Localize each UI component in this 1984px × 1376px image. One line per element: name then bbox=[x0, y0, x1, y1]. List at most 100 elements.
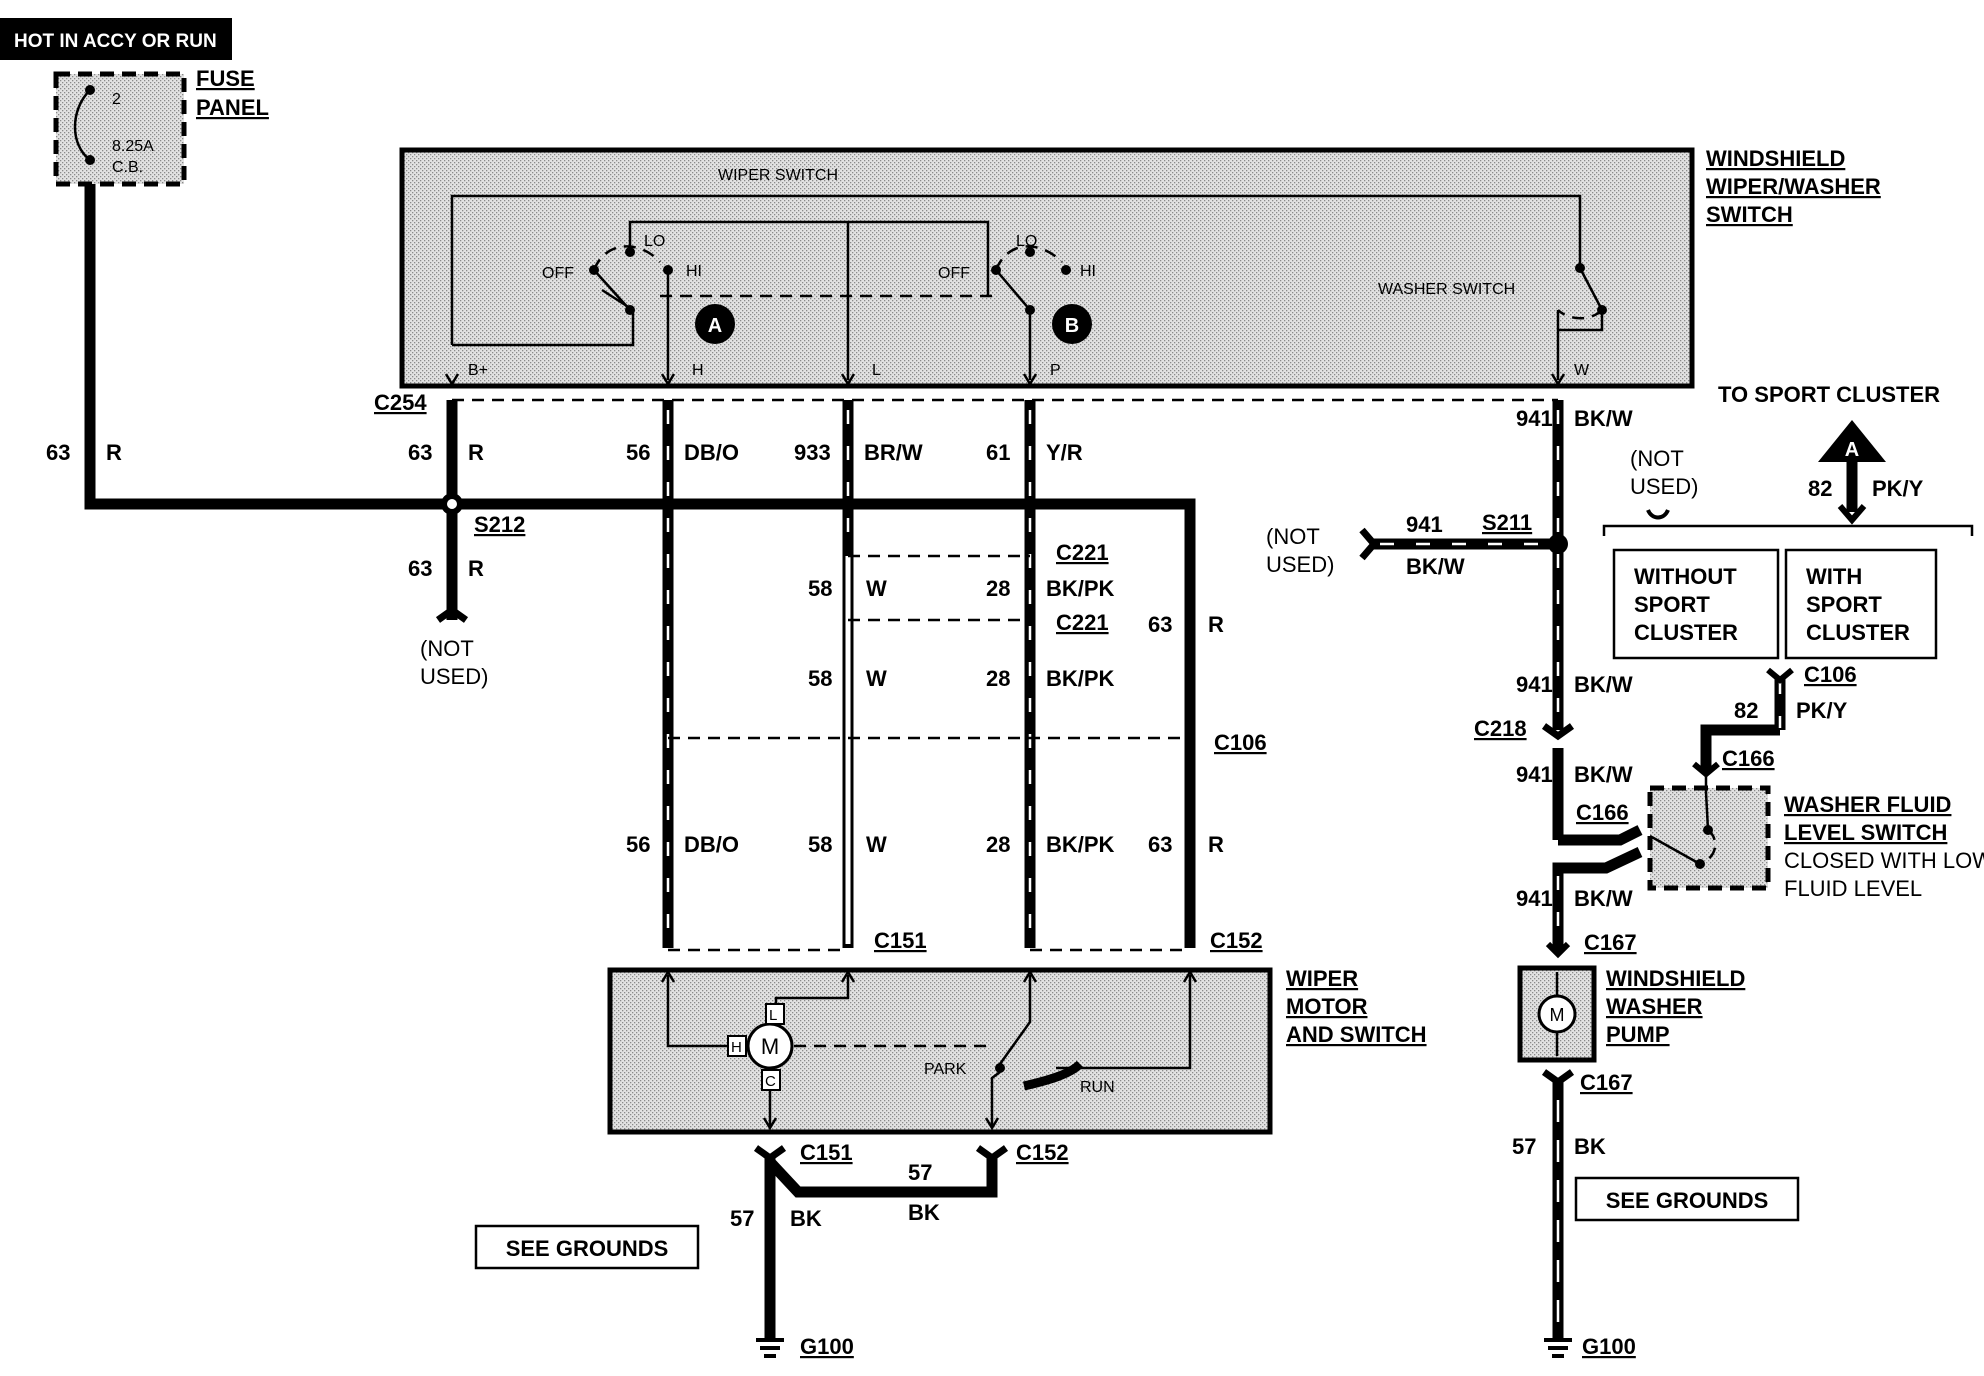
not-used-mid-1: (NOT bbox=[1266, 524, 1320, 549]
svg-text:CLUSTER: CLUSTER bbox=[1806, 620, 1910, 645]
wws-title-2: WIPER/WASHER bbox=[1706, 174, 1881, 199]
w56-top-color: DB/O bbox=[684, 440, 739, 465]
terminal-l: L bbox=[872, 362, 881, 379]
washer-fluid-level-switch bbox=[1647, 776, 1771, 891]
svg-text:M: M bbox=[1550, 1005, 1565, 1025]
w941d-color: BK/W bbox=[1574, 886, 1633, 911]
w63-below-color: R bbox=[468, 556, 484, 581]
c152-bottom-label: C152 bbox=[1016, 1140, 1069, 1165]
w63-right-num: 63 bbox=[1148, 612, 1172, 637]
w56-bottom-color: DB/O bbox=[684, 832, 739, 857]
w933-color: BR/W bbox=[864, 440, 923, 465]
w58a-color: W bbox=[866, 576, 887, 601]
c152-label: C152 bbox=[1210, 928, 1263, 953]
w57-left-color: BK bbox=[790, 1206, 822, 1231]
terminal-p: P bbox=[1050, 362, 1061, 379]
fuse-panel: 2 8.25A C.B. FUSE PANEL bbox=[53, 66, 269, 187]
wfl-title-1: WASHER FLUID bbox=[1784, 792, 1951, 817]
w63-below-num: 63 bbox=[408, 556, 432, 581]
hot-in-accy-header: HOT IN ACCY OR RUN bbox=[0, 18, 232, 60]
w58a-num: 58 bbox=[808, 576, 832, 601]
wire-57-right-ground bbox=[1541, 1069, 1575, 1358]
c151-bottom-label: C151 bbox=[800, 1140, 853, 1165]
svg-text:SPORT: SPORT bbox=[1634, 592, 1710, 617]
w57-right-color: BK bbox=[1574, 1134, 1606, 1159]
w56-bottom-num: 56 bbox=[626, 832, 650, 857]
wiper-motor-title-2: MOTOR bbox=[1286, 994, 1368, 1019]
marker-b bbox=[1052, 304, 1092, 344]
c166a-label: C166 bbox=[1576, 800, 1629, 825]
s212-label: S212 bbox=[474, 512, 525, 537]
wws-title-3: SWITCH bbox=[1706, 202, 1793, 227]
switch-a-lo: LO bbox=[644, 233, 665, 250]
svg-text:C: C bbox=[765, 1073, 776, 1090]
w941a-color: BK/W bbox=[1574, 406, 1633, 431]
terminal-h: H bbox=[692, 362, 704, 379]
not-used-right-2: USED) bbox=[1630, 474, 1698, 499]
fuse-panel-title-1: FUSE bbox=[196, 66, 255, 91]
switch-a-off: OFF bbox=[542, 265, 574, 282]
w28a-num: 28 bbox=[986, 576, 1010, 601]
switch-b-hi: HI bbox=[1080, 263, 1096, 280]
w57-right-num: 57 bbox=[1512, 1134, 1536, 1159]
park-label: PARK bbox=[924, 1061, 967, 1078]
svg-text:A: A bbox=[708, 315, 722, 337]
svg-text:SPORT: SPORT bbox=[1806, 592, 1882, 617]
wiper-washer-switch-box: WIPER SWITCH LO HI OFF LO HI OFF A B WAS… bbox=[399, 146, 1881, 389]
w82-top-color: PK/Y bbox=[1872, 476, 1924, 501]
w933-num: 933 bbox=[794, 440, 831, 465]
g100-left-label: G100 bbox=[800, 1334, 854, 1359]
w57-left-num: 57 bbox=[730, 1206, 754, 1231]
w28c-color: BK/PK bbox=[1046, 832, 1115, 857]
w63-bottom-color: R bbox=[1208, 832, 1224, 857]
w63-fuse-color: R bbox=[106, 440, 122, 465]
c166b-label: C166 bbox=[1722, 746, 1775, 771]
without-sport-cluster-box: WITHOUT SPORT CLUSTER bbox=[1612, 548, 1780, 660]
wiper-switch-label: WIPER SWITCH bbox=[718, 167, 838, 184]
switch-b-off: OFF bbox=[938, 265, 970, 282]
with-sport-cluster-box: WITH SPORT CLUSTER bbox=[1784, 548, 1938, 660]
not-used-mid-2: USED) bbox=[1266, 552, 1334, 577]
c167-bottom-label: C167 bbox=[1580, 1070, 1633, 1095]
w82-mid-color: PK/Y bbox=[1796, 698, 1848, 723]
w28c-num: 28 bbox=[986, 832, 1010, 857]
svg-text:WITH: WITH bbox=[1806, 564, 1862, 589]
s211-label: S211 bbox=[1482, 510, 1532, 535]
w63-top-num: 63 bbox=[408, 440, 432, 465]
fuse-panel-title-2: PANEL bbox=[196, 95, 269, 120]
w63-fuse-num: 63 bbox=[46, 440, 70, 465]
terminal-w: W bbox=[1574, 362, 1590, 379]
w941c-num: 941 bbox=[1516, 762, 1553, 787]
svg-text:B: B bbox=[1065, 315, 1079, 337]
w61-num: 61 bbox=[986, 440, 1010, 465]
c221a-label: C221 bbox=[1056, 540, 1109, 565]
w28b-num: 28 bbox=[986, 666, 1010, 691]
wire-82-pk-y bbox=[1692, 667, 1794, 778]
svg-text:SEE GROUNDS: SEE GROUNDS bbox=[506, 1236, 669, 1261]
svg-text:WITHOUT: WITHOUT bbox=[1634, 564, 1737, 589]
c106-right-label: C106 bbox=[1804, 662, 1857, 687]
w58b-num: 58 bbox=[808, 666, 832, 691]
windshield-washer-pump: M bbox=[1517, 965, 1597, 1063]
w28b-color: BK/PK bbox=[1046, 666, 1115, 691]
wws-title-1: WINDSHIELD bbox=[1706, 146, 1845, 171]
switch-a-hi: HI bbox=[686, 263, 702, 280]
wire-941-bk-w bbox=[1359, 400, 1643, 959]
w941b-num: 941 bbox=[1516, 672, 1553, 697]
fuse-type: C.B. bbox=[112, 159, 143, 176]
c218-label: C218 bbox=[1474, 716, 1527, 741]
see-grounds-left: SEE GROUNDS bbox=[474, 1224, 700, 1270]
wfl-desc-2: FLUID LEVEL bbox=[1784, 876, 1922, 901]
not-used-left-2: USED) bbox=[420, 664, 488, 689]
w58c-num: 58 bbox=[808, 832, 832, 857]
w941c-color: BK/W bbox=[1574, 762, 1633, 787]
w63-bottom-num: 63 bbox=[1148, 832, 1172, 857]
switch-b-lo: LO bbox=[1016, 233, 1037, 250]
terminal-bplus: B+ bbox=[468, 362, 488, 379]
c106-label: C106 bbox=[1214, 730, 1267, 755]
c167-top-label: C167 bbox=[1584, 930, 1637, 955]
w82-mid-num: 82 bbox=[1734, 698, 1758, 723]
svg-text:H: H bbox=[731, 1039, 742, 1056]
wiper-motor-title-3: AND SWITCH bbox=[1286, 1022, 1427, 1047]
